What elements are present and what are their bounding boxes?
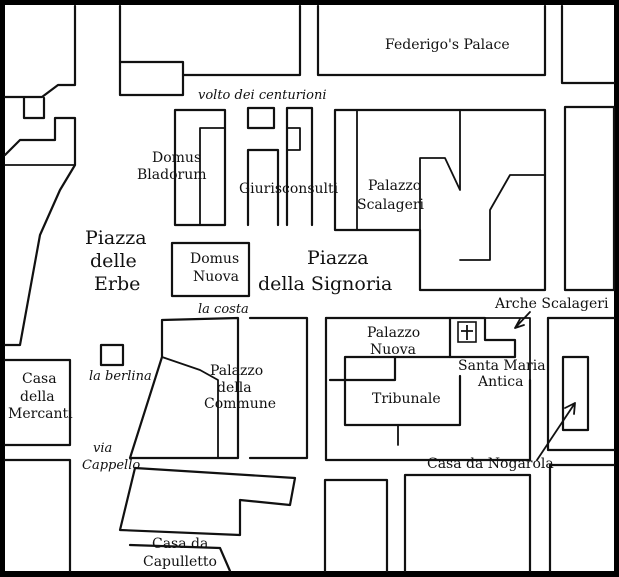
label-casa-mercanti-3: Mercanti [8,406,73,422]
tribunale-outline [343,355,462,427]
arrow-casa-nogarola [536,402,576,461]
palazzo-commune-inner [161,356,219,459]
label-domus-bladorum-1: Domus [152,150,201,166]
block-top-left-notch [22,96,46,120]
block-top-right [560,4,616,85]
label-piazza-signoria-2: della Signoria [258,273,392,295]
label-palazzo-commune-1: Palazzo [210,363,263,379]
palazzo-scalageri-inner [419,109,546,261]
arrow-arche-scalageri [514,311,531,329]
label-domus-bladorum-2: Bladorum [137,167,207,183]
tribunale-left-wall [324,316,532,462]
label-domus-nuova-2: Nuova [193,269,239,285]
label-casa-capulletto-1: Casa da [152,536,208,552]
label-palazzo-scalageri-2: Scalageri [357,197,425,213]
label-palazzo-nuova-1: Palazzo [367,325,420,341]
casa-capulletto-outline [118,466,297,537]
palazzo-commune-outline [128,316,240,460]
santa-maria-antica-outline [448,316,517,359]
label-palazzo-scalageri-1: Palazzo [368,178,421,194]
label-via-cappello-2: Cappello [82,458,140,473]
block-right-lower-2 [546,316,616,452]
federigos-palace-outline [316,4,547,77]
label-palazzo-nuova-2: Nuova [370,342,416,358]
casa-mercanti-outline [3,358,72,447]
label-federigos-palace: Federigo's Palace [385,37,510,53]
label-casa-mercanti-1: Casa [22,371,57,387]
label-domus-nuova-1: Domus [190,251,239,267]
block-top-left [3,4,77,99]
label-volto-centurioni: volto dei centurioni [198,88,327,103]
block-left [3,116,77,347]
block-bottom-mid [323,478,389,573]
label-santa-maria-1: Santa Maria [458,358,546,374]
santa-maria-antica-inner [484,317,531,381]
label-casa-capulletto-2: Capulletto [143,554,217,570]
giurisconsulti-small-box [246,106,276,130]
label-palazzo-commune-3: Commune [204,396,276,412]
domus-nuova-outline [170,241,251,298]
block-right [563,105,616,292]
label-casa-nogarola: Casa da Nogarola [427,456,554,472]
domus-bladorum-inner [199,127,226,226]
palazzo-commune-right [248,316,309,460]
label-piazza-erbe-1: Piazza [85,227,147,249]
palazzo-scalageri-outline [333,108,547,292]
church-cross-icon [457,321,477,343]
block-bottom-right [403,473,532,573]
label-la-costa: la costa [198,302,249,317]
label-giurisconsulti: Giurisconsulti [239,181,339,197]
giurisconsulti-outline [246,106,314,227]
label-palazzo-commune-2: della [217,380,252,396]
label-via-cappello-1: via [93,441,112,456]
block-bottom-far-right [548,463,616,573]
block-bottom-left [3,458,72,573]
map-paper [5,5,614,571]
label-piazza-signoria-1: Piazza [307,247,369,269]
label-piazza-erbe-3: Erbe [94,273,140,295]
block-top-mid-2 [118,60,185,97]
label-tribunale: Tribunale [372,391,441,407]
domus-bladorum-outline [173,108,227,227]
casa-capulletto-inner [128,543,232,573]
giurisconsulti-inner [286,127,301,151]
label-santa-maria-2: Antica [477,374,523,390]
label-casa-mercanti-2: della [20,389,55,405]
block-top-mid [118,4,302,77]
la-berlina-box [99,343,125,367]
palazzo-nuova-outline [324,316,452,382]
label-piazza-erbe-2: delle [90,250,137,272]
label-la-berlina: la berlina [89,369,152,384]
casa-nogarola-box [561,355,590,432]
label-arche-scalageri: Arche Scalageri [494,296,609,312]
